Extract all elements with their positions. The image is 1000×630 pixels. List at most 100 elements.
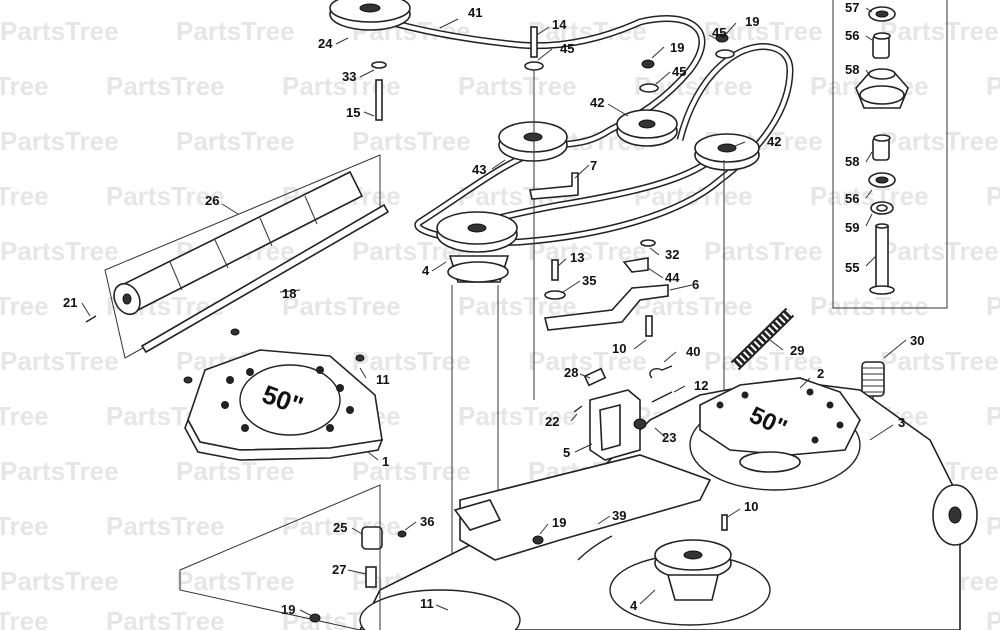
leader-lines xyxy=(81,7,907,617)
clip-40 xyxy=(649,365,673,379)
callout-42a: 42 xyxy=(590,95,604,110)
callout-58a: 58 xyxy=(845,62,859,77)
callout-57: 57 xyxy=(845,0,859,15)
callout-10b: 10 xyxy=(744,499,758,514)
guide-lines xyxy=(451,70,725,600)
watermark-text: PartsTree xyxy=(0,16,119,46)
watermark-text: PartsTree xyxy=(880,126,999,156)
spring-29 xyxy=(730,307,795,371)
clip-39 xyxy=(577,535,613,561)
callout-29: 29 xyxy=(790,343,804,358)
callout-45c: 45 xyxy=(672,64,686,79)
callout-39: 39 xyxy=(612,508,626,523)
callout-4b: 4 xyxy=(630,598,638,613)
bolt-11c xyxy=(183,376,193,384)
nut-23 xyxy=(633,418,647,430)
pin-21 xyxy=(85,315,97,323)
callout-24: 24 xyxy=(318,36,333,51)
watermark-text: PartsTree xyxy=(0,606,49,630)
watermark-text: PartsTree xyxy=(458,401,577,431)
deck-cover-2: 50" xyxy=(699,377,861,456)
callout-28: 28 xyxy=(564,365,578,380)
callout-18: 18 xyxy=(282,286,296,301)
watermark-text: PartsTree xyxy=(880,16,999,46)
callout-25: 25 xyxy=(333,520,347,535)
bushing-25 xyxy=(361,526,383,550)
watermark-text: PartsTree xyxy=(0,71,49,101)
hardware-box xyxy=(179,484,381,630)
watermark-text: PartsTree xyxy=(986,401,1000,431)
idler-pulley-42a xyxy=(616,109,678,147)
callout-40: 40 xyxy=(686,344,700,359)
callout-35: 35 xyxy=(582,273,596,288)
watermark-text: PartsTree xyxy=(0,126,119,156)
watermark-text: PartsTree xyxy=(106,181,225,211)
bolt-11a xyxy=(230,328,240,336)
callout-14: 14 xyxy=(552,17,567,32)
pin-22 xyxy=(573,405,583,413)
callout-4a: 4 xyxy=(422,263,430,278)
callout-44: 44 xyxy=(665,270,680,285)
watermark-text: PartsTree xyxy=(810,181,929,211)
spring-30 xyxy=(861,361,885,406)
idler-pulley-43 xyxy=(498,121,568,162)
callout-1: 1 xyxy=(382,454,389,469)
bolt-36 xyxy=(397,530,407,538)
callout-5: 5 xyxy=(563,445,570,460)
bolt-10 xyxy=(645,315,653,337)
rod-18 xyxy=(140,203,390,354)
bracket-44 xyxy=(622,257,649,273)
callout-56b: 56 xyxy=(845,191,859,206)
watermark-text: PartsTree xyxy=(528,346,647,376)
bolt-11b xyxy=(355,354,365,362)
callout-30: 30 xyxy=(910,333,924,348)
watermark-text: PartsTree xyxy=(0,456,119,486)
watermark-text: PartsTree xyxy=(176,16,295,46)
nut-19b xyxy=(532,535,544,545)
watermark-text: PartsTree xyxy=(986,181,1000,211)
watermark-text: PartsTree xyxy=(106,511,225,541)
watermark-text: PartsTree xyxy=(0,401,49,431)
callout-43: 43 xyxy=(472,162,486,177)
watermark-text: PartsTree xyxy=(986,291,1000,321)
callout-22: 22 xyxy=(545,414,559,429)
bracket-7 xyxy=(529,172,579,200)
watermark-text: PartsTree xyxy=(986,606,1000,630)
callout-19a: 19 xyxy=(745,14,759,29)
callout-59: 59 xyxy=(845,220,859,235)
watermark-text: PartsTree xyxy=(704,236,823,266)
watermark-text: PartsTree xyxy=(986,511,1000,541)
spindle-right xyxy=(739,451,801,473)
watermark-text: PartsTree xyxy=(352,456,471,486)
deck-cover-1: 50" xyxy=(184,349,384,461)
washer-32 xyxy=(640,239,656,247)
callout-11b: 11 xyxy=(420,596,434,611)
callout-42b: 42 xyxy=(767,134,781,149)
callout-55: 55 xyxy=(845,260,859,275)
callout-6: 6 xyxy=(692,277,699,292)
bolt-12 xyxy=(651,391,673,403)
callout-23: 23 xyxy=(662,430,676,445)
watermark-text: PartsTree xyxy=(0,566,119,596)
callout-13: 13 xyxy=(570,250,584,265)
nut-19 xyxy=(309,613,321,623)
watermark-text: PartsTree xyxy=(352,126,471,156)
callout-7: 7 xyxy=(590,158,597,173)
watermark-text: PartsTree xyxy=(106,71,225,101)
watermark-text: PartsTree xyxy=(880,346,999,376)
inset-box xyxy=(832,0,948,309)
deck-frame-plate xyxy=(459,454,712,561)
idler-pulley-42b xyxy=(694,133,760,171)
watermark-text: PartsTree xyxy=(0,236,119,266)
watermark-text: PartsTree xyxy=(880,236,999,266)
callout-45a: 45 xyxy=(712,25,726,40)
gauge-wheel xyxy=(932,484,978,546)
callout-33: 33 xyxy=(342,69,356,84)
callout-58b: 58 xyxy=(845,154,859,169)
bolt-10b xyxy=(721,514,728,531)
watermark-text: PartsTree xyxy=(0,346,119,376)
fitting-27 xyxy=(365,566,377,588)
callout-2: 2 xyxy=(817,366,824,381)
